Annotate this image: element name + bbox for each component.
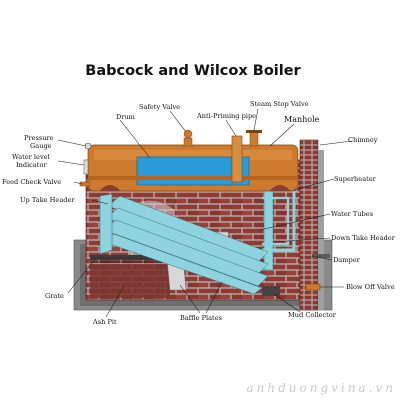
mud-collector [262, 286, 280, 296]
chimney [299, 139, 330, 311]
label-pressure-gauge-line1: Pressure [24, 134, 54, 142]
label-chimney: Chimney [348, 136, 378, 144]
label-baffle-plates: Baffle Plates [180, 314, 223, 322]
up-take-header [99, 193, 113, 255]
steam-drum [87, 144, 299, 192]
leader-lines [57, 108, 353, 318]
label-manhole: Manhole [284, 115, 320, 124]
label-water-level-line1: Water level [12, 153, 50, 161]
down-take-header [263, 179, 274, 271]
label-grate: Grate [45, 292, 64, 300]
label-water-level-line2: Indicator [16, 161, 47, 169]
diagram-title: Babcock and Wilcox Boiler [85, 63, 301, 79]
grate [90, 255, 170, 263]
label-mud-collector: Mud Collector [288, 311, 337, 319]
anti-priming-pipe [231, 135, 243, 183]
label-ash-pit: Ash Pit [92, 318, 117, 326]
label-anti-priming-pipe: Anti-Priming pipe [196, 112, 256, 120]
label-damper: Damper [333, 256, 361, 264]
label-superheater: Superheater [334, 175, 377, 183]
label-drum: Drum [116, 113, 136, 121]
label-up-take-header: Up Take Header [20, 196, 75, 204]
label-blow-off-valve: Blow Off Valve [346, 283, 395, 291]
label-down-take-header: Down Take Header [331, 234, 396, 242]
steam-stop-valve [246, 130, 262, 147]
feed-check-valve [79, 181, 91, 187]
watermark: anhduongvina.vn [247, 381, 396, 395]
label-safety-valve: Safety Valve [139, 103, 180, 111]
label-steam-stop-valve: Steam Stop Valve [250, 100, 309, 108]
label-pressure-gauge-line2: Gauge [30, 142, 52, 150]
ash-pit [90, 264, 170, 298]
label-feed-check-valve: Feed Check Valve [2, 178, 61, 186]
safety-valve [183, 129, 193, 147]
label-water-tubes: Water Tubes [331, 210, 374, 218]
blow-off-valve [305, 283, 321, 291]
water-level-indicator [83, 159, 89, 175]
part-labels: Safety Valve Steam Stop Valve Drum Anti-… [2, 100, 396, 326]
water-tubes [103, 195, 269, 295]
